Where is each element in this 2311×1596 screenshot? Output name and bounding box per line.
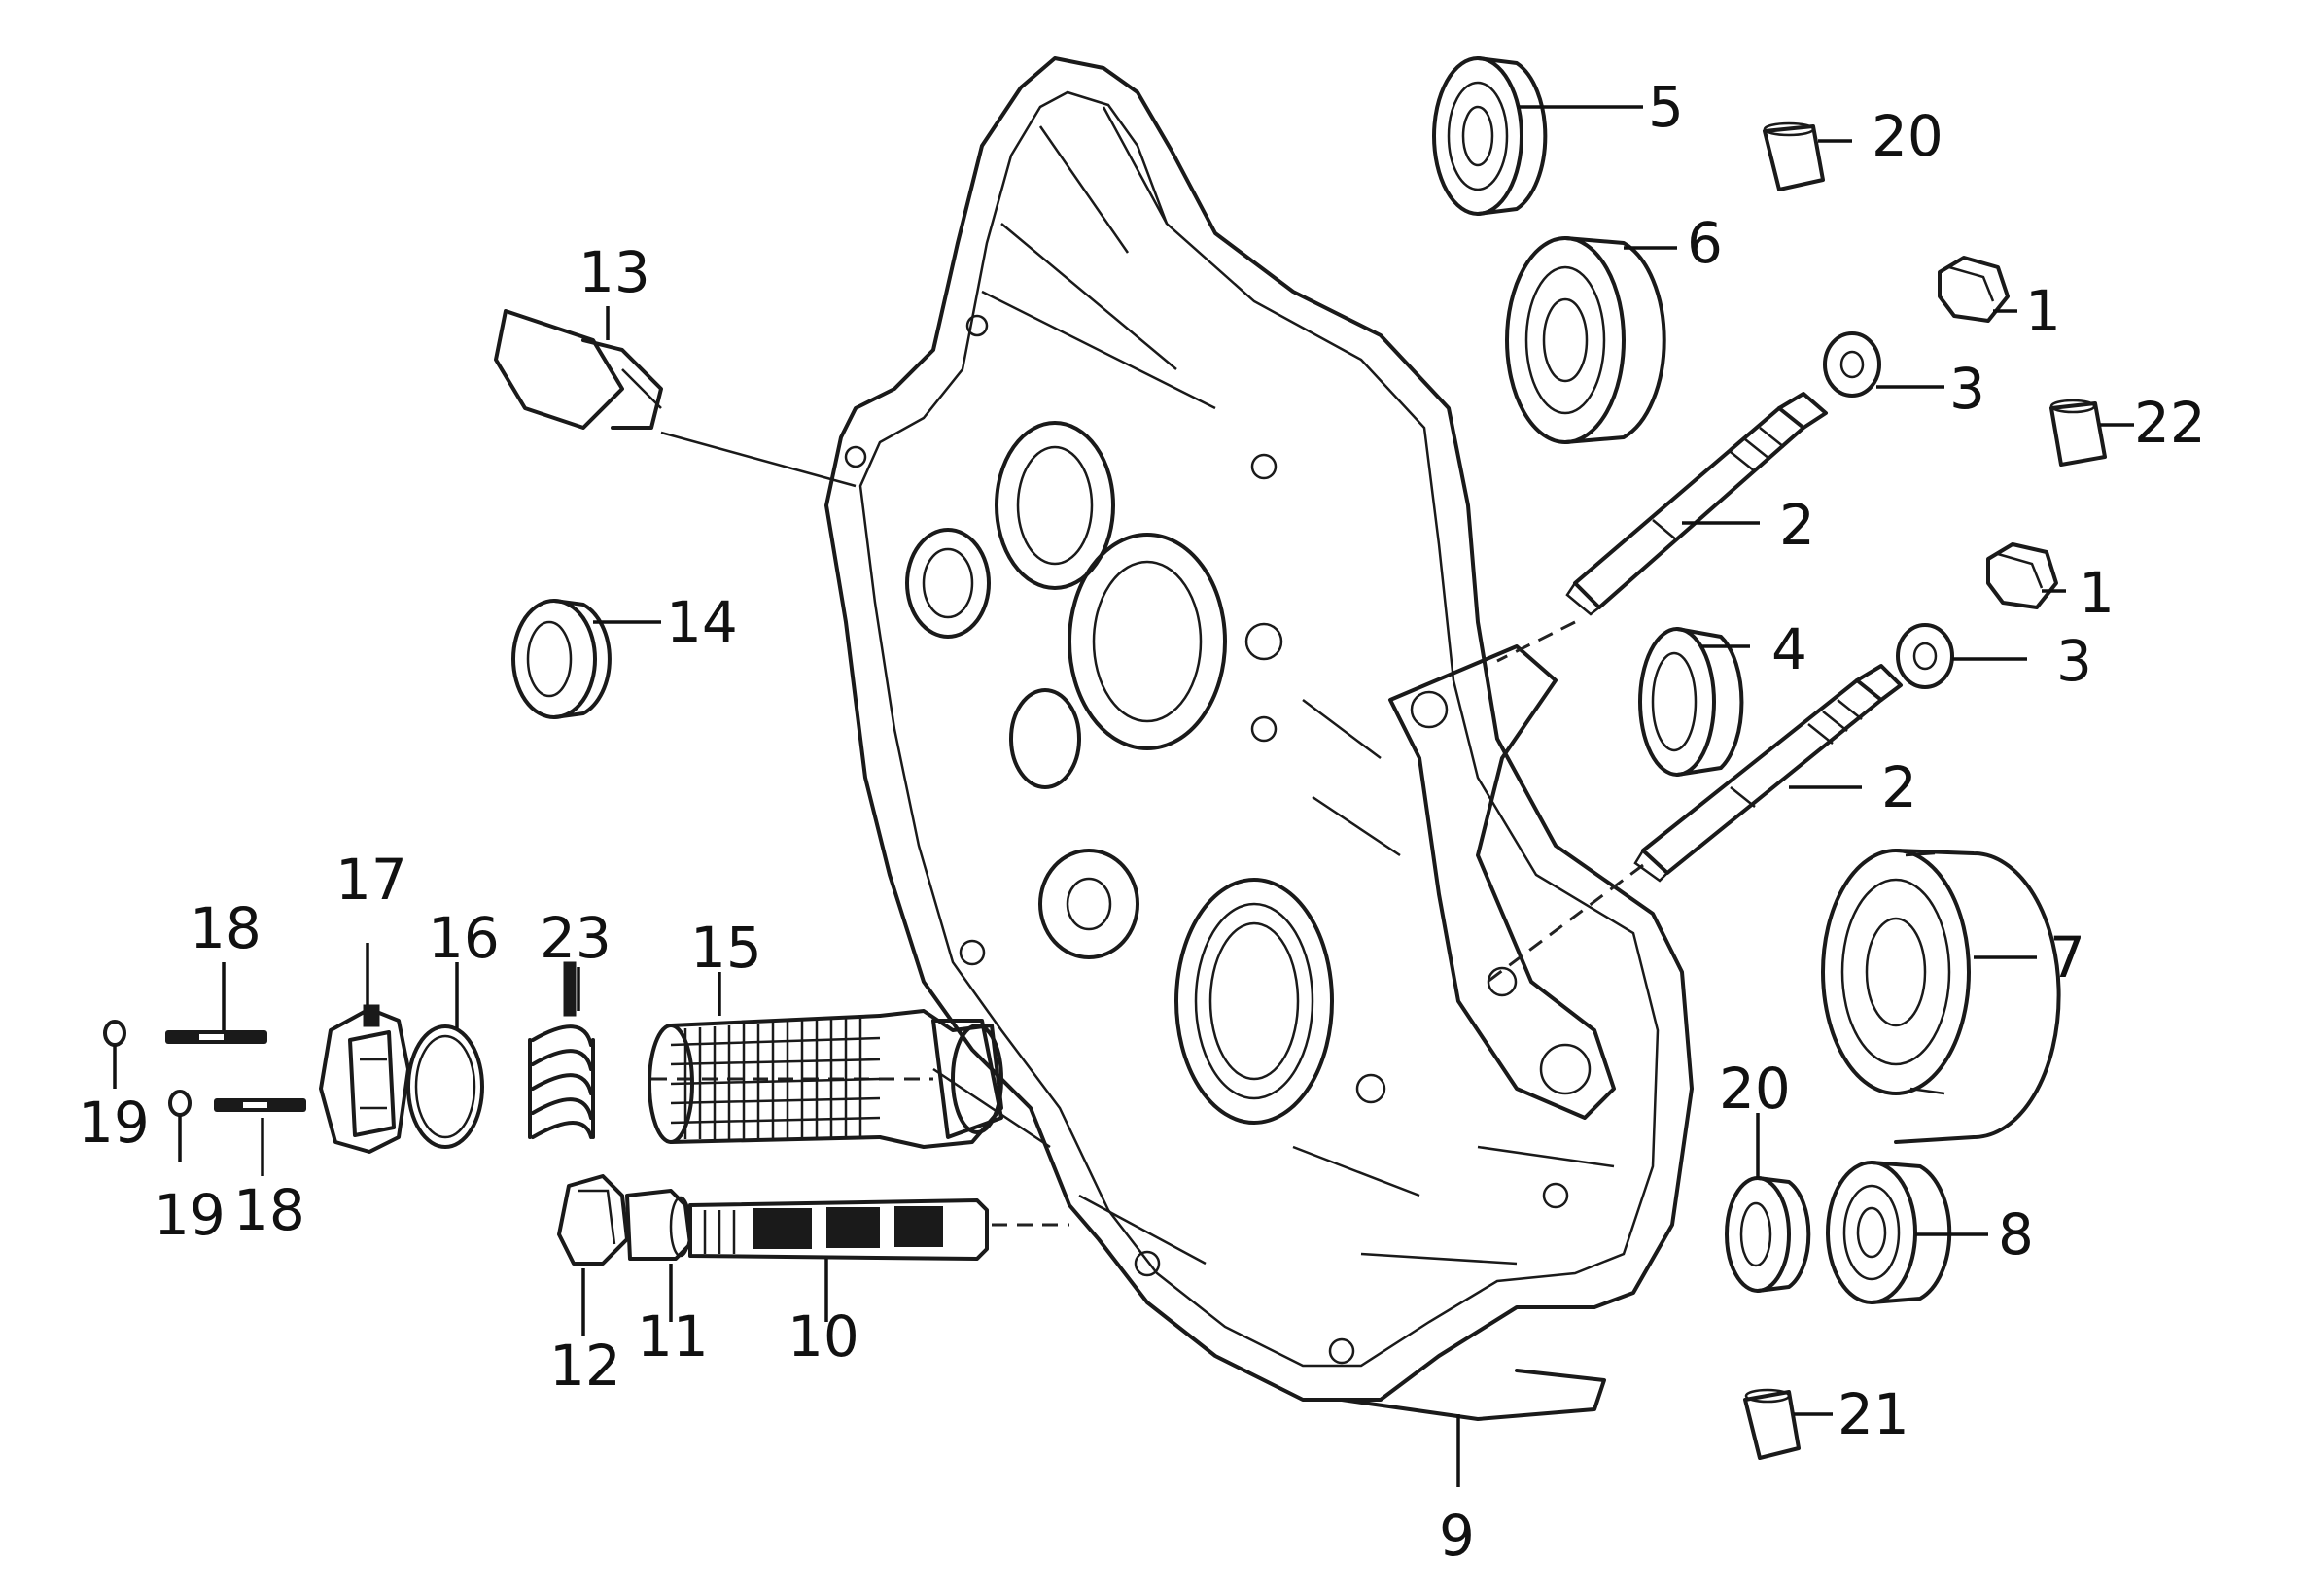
- label-21: 21: [1838, 1381, 1909, 1447]
- part-23-spring: [528, 1024, 595, 1139]
- part-18-bolt-bottom: [214, 1098, 306, 1112]
- label-12: 12: [549, 1333, 621, 1399]
- label-7: 7: [2049, 924, 2085, 990]
- label-20-top: 20: [1872, 103, 1943, 169]
- part-13-sensor: [494, 309, 663, 430]
- centerline-13: [660, 431, 857, 488]
- part-12-drain-plug: [557, 1174, 629, 1266]
- label-2-bottom: 2: [1881, 754, 1917, 820]
- part-2-stud-top: [1565, 392, 1828, 616]
- centerline-2b: [1487, 863, 1644, 984]
- part-18-bolt-top: [165, 1030, 267, 1044]
- part-7-bearing: [1821, 849, 2061, 1144]
- label-20-bottom: 20: [1719, 1056, 1791, 1122]
- label-11: 11: [637, 1303, 709, 1370]
- part-15-oil-filter: [648, 1009, 1003, 1149]
- part-10-oil-screen: [688, 1198, 989, 1261]
- part-3-washer-bottom: [1896, 623, 1954, 689]
- label-6: 6: [1687, 210, 1723, 276]
- label-17: 17: [335, 847, 407, 913]
- label-4: 4: [1771, 616, 1807, 682]
- label-18-bottom: 18: [233, 1177, 305, 1243]
- label-5: 5: [1648, 74, 1684, 140]
- label-2-top: 2: [1779, 492, 1815, 558]
- part-6-bearing: [1505, 236, 1666, 444]
- part-23-pin: [563, 961, 577, 1017]
- part-21-dowel: [1743, 1388, 1801, 1460]
- part-22-dowel: [2049, 399, 2107, 467]
- part-19-nut-bottom: [168, 1090, 192, 1117]
- crankcase-half: [824, 56, 1694, 1421]
- label-22: 22: [2134, 390, 2206, 456]
- part-1-bolt-bottom: [1986, 542, 2058, 609]
- part-20-seal-lower: [1725, 1176, 1811, 1293]
- part-20-dowel-top: [1763, 121, 1825, 191]
- label-10: 10: [788, 1303, 859, 1370]
- label-3-bottom: 3: [2056, 628, 2092, 694]
- label-13: 13: [578, 239, 650, 305]
- label-16: 16: [428, 905, 500, 971]
- part-11-plug-body: [625, 1189, 692, 1261]
- part-16-o-ring: [406, 1024, 484, 1149]
- label-9: 9: [1439, 1503, 1475, 1569]
- part-2-stud-bottom: [1633, 664, 1903, 883]
- part-8-bearing: [1826, 1161, 1952, 1304]
- label-1-top: 1: [2025, 278, 2061, 344]
- label-19-top: 19: [78, 1090, 150, 1156]
- part-1-bolt-top: [1938, 256, 2010, 323]
- centerline-2a: [1496, 620, 1576, 663]
- leader-lines: [113, 105, 2134, 1487]
- label-1-bottom: 1: [2079, 560, 2115, 626]
- part-17-filter-cover: [319, 1004, 410, 1154]
- part-14-oil-seal: [511, 599, 612, 719]
- part-19-nut-top: [103, 1020, 126, 1047]
- part-3-washer-top: [1823, 331, 1881, 398]
- label-8: 8: [1998, 1201, 2034, 1267]
- label-18-top: 18: [190, 895, 262, 961]
- part-4-oil-seal: [1638, 627, 1744, 777]
- label-23: 23: [540, 905, 612, 971]
- label-15: 15: [690, 915, 762, 981]
- part-5-bearing: [1432, 56, 1548, 216]
- label-3-top: 3: [1949, 356, 1985, 422]
- label-14: 14: [666, 589, 738, 655]
- label-19-bottom: 19: [154, 1182, 226, 1248]
